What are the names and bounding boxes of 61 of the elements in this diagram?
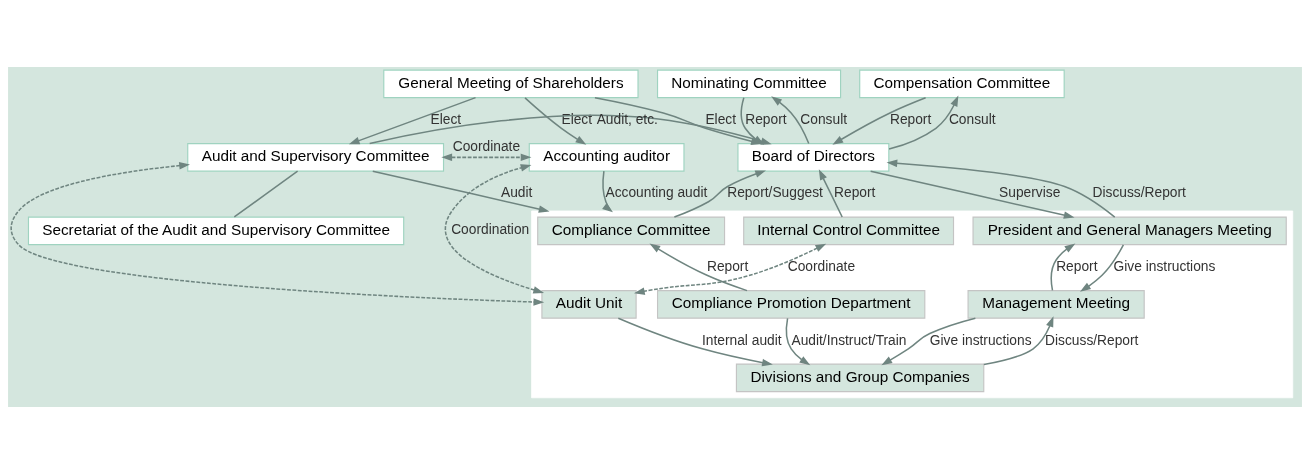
node-box: Accounting auditor xyxy=(528,142,685,172)
edge-label: Give instructions xyxy=(929,332,1032,348)
arrow xyxy=(444,163,545,293)
node-box: President and General Managers Meeting xyxy=(972,216,1287,245)
arrow xyxy=(602,169,613,212)
edge-label: Coordination xyxy=(451,221,530,237)
edge-label: Audit/Instruct/Train xyxy=(791,332,907,348)
arrow xyxy=(524,96,587,145)
node-box: Management Meeting xyxy=(967,289,1145,319)
arrow xyxy=(617,316,773,366)
edge-label: Audit xyxy=(500,184,533,200)
arrow xyxy=(983,315,1054,365)
arrow xyxy=(888,95,959,150)
edge-label: Report xyxy=(745,111,787,127)
arrow xyxy=(869,169,1075,219)
arrow xyxy=(785,317,811,365)
edge-label: Report xyxy=(1056,258,1098,274)
arrow xyxy=(1080,243,1125,292)
edge-label: Discuss/Report xyxy=(1045,332,1139,348)
connector xyxy=(233,169,299,218)
node-box: Audit Unit xyxy=(541,289,637,319)
edge-label: Give instructions xyxy=(1113,258,1216,274)
node-box: Secretariat of the Audit and Supervisory Committee xyxy=(27,216,405,245)
edge-label: Report xyxy=(834,184,876,200)
arrow xyxy=(771,95,810,144)
arrow xyxy=(881,316,977,365)
edge-label: Report/Suggest xyxy=(727,184,823,200)
edge-label: Report xyxy=(889,111,932,127)
arrow xyxy=(886,159,1116,218)
edge-label: Consult xyxy=(800,111,848,127)
edge-label: Internal audit xyxy=(701,332,782,348)
node-box: Nominating Committee xyxy=(656,69,842,98)
node-box: Audit and Supervisory Committee xyxy=(187,142,445,172)
arrow xyxy=(1050,242,1076,291)
node-box: Compliance Promotion Department xyxy=(656,289,926,319)
edge-label: Audit, etc. xyxy=(596,111,658,127)
node-box: Internal Control Committee xyxy=(743,216,955,245)
node-box: Divisions and Group Companies xyxy=(735,363,985,392)
node-box: General Meeting of Shareholders xyxy=(383,69,639,98)
arrow xyxy=(832,96,927,145)
arrow xyxy=(10,161,545,306)
node-box: Board of Directors xyxy=(737,142,890,172)
edge-label: Consult xyxy=(948,111,996,127)
arrow xyxy=(673,169,766,218)
edge-label: Supervise xyxy=(999,184,1061,200)
edge-label: Accounting audit xyxy=(605,184,708,200)
edge-label: Elect xyxy=(430,111,462,127)
arrow xyxy=(441,153,532,161)
arrow xyxy=(649,243,748,291)
edge-label: Report xyxy=(706,258,749,274)
edge-label: Elect xyxy=(705,111,737,127)
arrow xyxy=(634,243,827,295)
node-box: Compliance Committee xyxy=(537,216,726,245)
edge-label: Coordinate xyxy=(452,138,521,154)
edge-label: Elect xyxy=(561,111,593,127)
edge-label: Coordinate xyxy=(787,258,856,274)
node-box: Compensation Committee xyxy=(859,69,1065,98)
arrow xyxy=(372,169,550,213)
edge-label: Discuss/Report xyxy=(1092,184,1186,200)
arrow xyxy=(818,168,843,218)
arrow xyxy=(348,96,477,144)
